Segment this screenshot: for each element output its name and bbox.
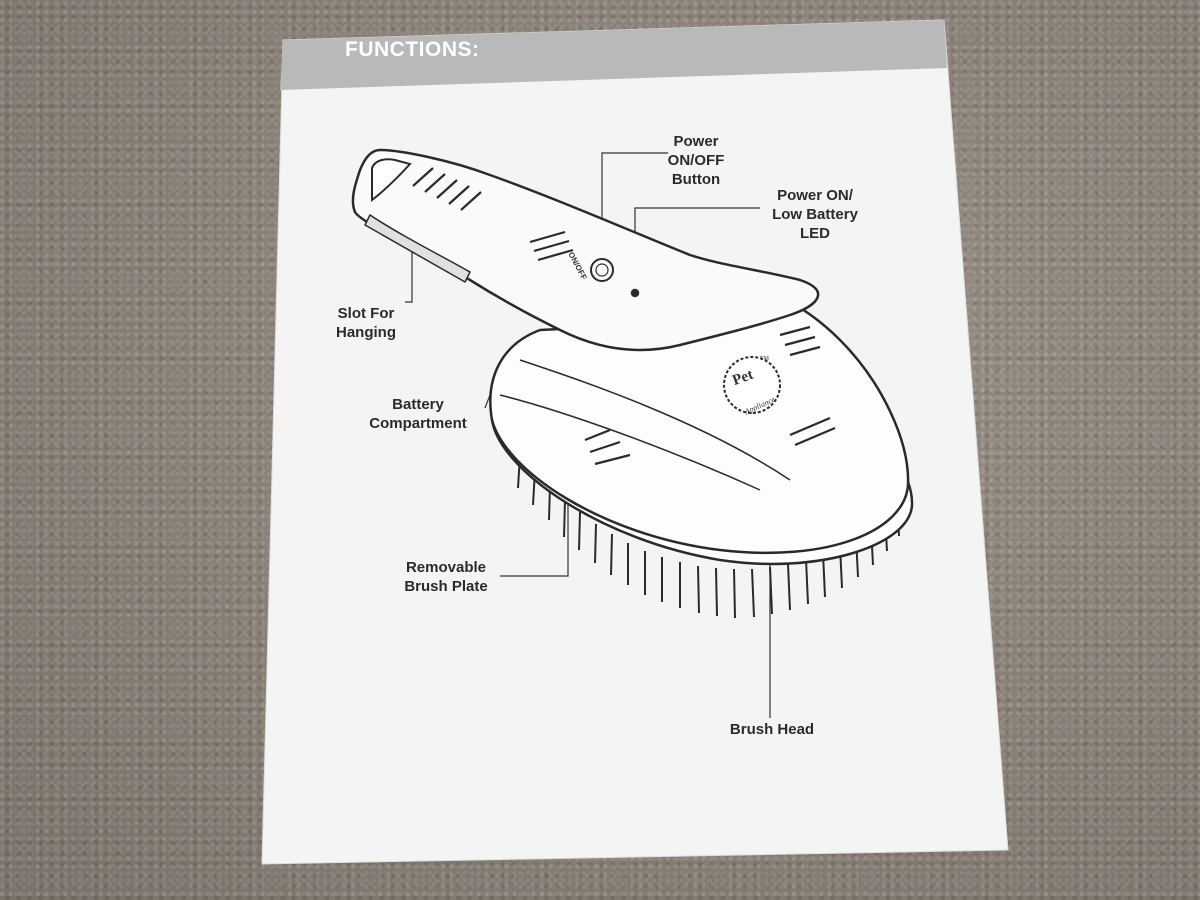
logo-tm-text: TM	[760, 356, 770, 362]
led-indicator	[630, 288, 640, 298]
power-button	[590, 258, 614, 282]
callout-removable-brush-plate: Removable Brush Plate	[404, 559, 488, 595]
grip-lines	[412, 167, 836, 466]
pet-appliance-logo	[723, 356, 781, 414]
callout-battery-compartment: Battery Compartment	[369, 396, 467, 432]
logo-main-text: Pet	[730, 367, 755, 389]
brush-illustration	[351, 148, 914, 619]
callout-power-button: Power ON/OFF Button	[667, 133, 725, 188]
header-band	[280, 20, 947, 90]
callout-led: Power ON/ Low Battery LED	[772, 187, 858, 242]
page-title: FUNCTIONS:	[345, 38, 480, 61]
callout-slot-for-hanging: Slot For Hanging	[336, 305, 396, 341]
callout-brush-head: Brush Head	[729, 721, 815, 738]
